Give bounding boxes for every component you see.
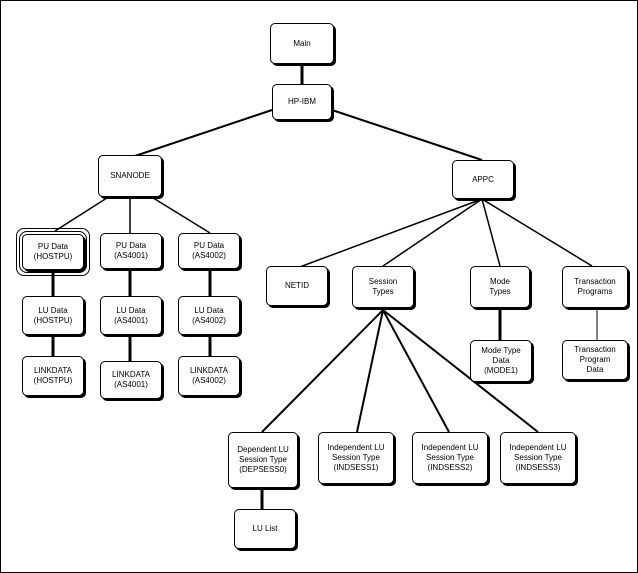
- link-appc-mode-types: [481, 198, 501, 267]
- link-appc-netid: [296, 198, 483, 269]
- node-linkdata-hostpu[interactable]: LINKDATA (HOSTPU): [22, 356, 84, 396]
- link-snanode-pu-hostpu: [54, 195, 111, 232]
- node-lu-data-as4002[interactable]: LU Data (AS4002): [178, 296, 240, 335]
- node-pu-data-as4001[interactable]: PU Data (AS4001): [100, 233, 162, 269]
- node-transaction-programs[interactable]: Transaction Programs: [562, 266, 628, 308]
- link-hpibm-snanode: [131, 109, 273, 158]
- link-session-indep3: [382, 309, 539, 433]
- node-mode-types[interactable]: Mode Types: [470, 266, 530, 308]
- node-lu-data-hostpu[interactable]: LU Data (HOSTPU): [22, 296, 84, 335]
- node-linkdata-as4001[interactable]: LINKDATA (AS4001): [100, 361, 162, 399]
- link-snanode-pu-as4002: [149, 195, 211, 234]
- node-mode-type-data[interactable]: Mode Type Data (MODE1): [470, 340, 532, 382]
- node-appc[interactable]: APPC: [452, 160, 514, 199]
- node-transaction-program-data[interactable]: Transaction Program Data: [562, 340, 628, 380]
- node-netid[interactable]: NETID: [266, 266, 328, 306]
- node-pu-data-as4002[interactable]: PU Data (AS4002): [178, 233, 240, 269]
- node-independent-lu-session-2[interactable]: Independent LU Session Type (INDSESS2): [412, 432, 488, 484]
- link-appc-tp: [481, 198, 593, 267]
- link-session-dep: [261, 309, 384, 433]
- link-session-indep1: [356, 309, 384, 433]
- node-snanode[interactable]: SNANODE: [98, 155, 162, 197]
- node-hp-ibm[interactable]: HP-IBM: [272, 84, 332, 120]
- link-appc-session-types: [382, 198, 483, 267]
- node-main[interactable]: Main: [270, 23, 334, 64]
- node-independent-lu-session-3[interactable]: Independent LU Session Type (INDSESS3): [500, 432, 576, 484]
- link-hpibm-appc: [331, 109, 483, 161]
- node-lu-list[interactable]: LU List: [234, 509, 296, 549]
- link-session-indep2: [382, 309, 450, 433]
- node-pu-data-hostpu[interactable]: PU Data (HOSTPU): [16, 228, 90, 276]
- node-independent-lu-session-1[interactable]: Independent LU Session Type (INDSESS1): [318, 432, 394, 484]
- node-lu-data-as4001[interactable]: LU Data (AS4001): [100, 296, 162, 335]
- node-linkdata-as4002[interactable]: LINKDATA (AS4002): [178, 356, 240, 396]
- node-session-types[interactable]: Session Types: [352, 266, 414, 308]
- node-dependent-lu-session[interactable]: Dependent LU Session Type (DEPSESS0): [228, 432, 298, 488]
